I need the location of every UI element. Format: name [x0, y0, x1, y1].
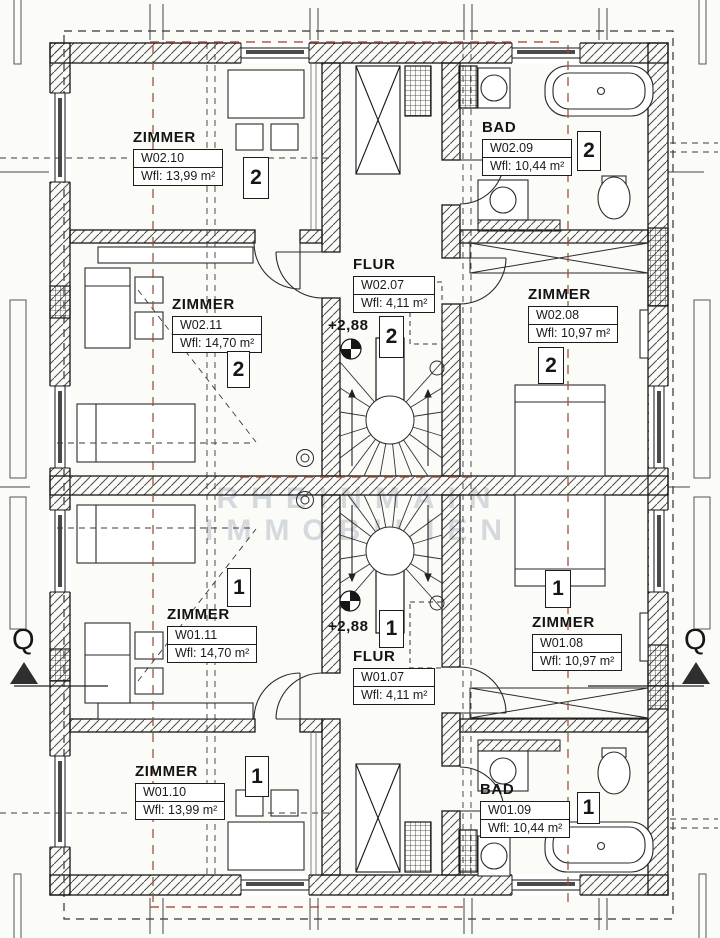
bedroom-furniture — [76, 69, 649, 871]
room-id: W02.08 — [536, 308, 580, 322]
room-name: ZIMMER — [135, 763, 198, 780]
unit-badge: 1 — [577, 792, 600, 824]
room-id: W02.09 — [490, 141, 534, 155]
dimension-ticks — [0, 4, 704, 934]
unit-badge: 2 — [577, 131, 601, 171]
unit-badge: 1 — [545, 570, 571, 608]
room-id: W02.10 — [141, 151, 185, 165]
room-id: W01.07 — [361, 670, 405, 684]
elevation-label-lower: +2,88 — [328, 618, 369, 635]
unit-badge: 2 — [538, 347, 564, 384]
section-marker-q-left: Q — [12, 624, 35, 656]
grid-lines — [310, 63, 317, 875]
unit-badge: 1 — [227, 568, 251, 607]
windows — [49, 42, 671, 896]
level-markers — [339, 338, 362, 612]
unit-badge: 1 — [245, 756, 269, 797]
section-arrows — [10, 662, 710, 687]
unit-badge: 2 — [379, 316, 404, 358]
room-name: ZIMMER — [133, 129, 196, 146]
room-area: Wfl: 14,70 m² — [168, 644, 257, 662]
room-name: ZIMMER — [528, 286, 591, 303]
room-name: ZIMMER — [172, 296, 235, 313]
adjacent-structure-lines — [9, 0, 711, 938]
red-reference-lines — [150, 41, 569, 908]
room-id: W02.07 — [361, 278, 405, 292]
room-id: W01.10 — [143, 785, 187, 799]
room-id: W01.11 — [175, 628, 218, 642]
room-area: Wfl: 14,70 m² — [173, 334, 262, 352]
hall-dashed-openings — [409, 281, 443, 669]
section-marker-q-right: Q — [684, 624, 707, 656]
room-name: BAD — [480, 781, 515, 798]
unit-badge: 2 — [243, 157, 269, 199]
chimney-blocks — [49, 65, 669, 873]
elevation-label-upper: +2,88 — [328, 317, 369, 334]
room-area: Wfl: 13,99 m² — [134, 167, 223, 185]
unit-badge: 2 — [227, 351, 250, 388]
room-name: FLUR — [353, 648, 396, 665]
room-name: BAD — [482, 119, 517, 136]
reference-lines — [0, 43, 718, 875]
room-name: ZIMMER — [167, 606, 230, 623]
unit-badge: 1 — [379, 610, 404, 648]
room-id: W01.09 — [488, 803, 532, 817]
room-area: Wfl: 4,11 m² — [354, 686, 435, 704]
room-area: Wfl: 10,44 m² — [483, 157, 572, 175]
room-name: ZIMMER — [532, 614, 595, 631]
room-id: W02.11 — [180, 318, 223, 332]
room-area: Wfl: 13,99 m² — [136, 801, 225, 819]
room-name: FLUR — [353, 256, 396, 273]
room-area: Wfl: 10,97 m² — [533, 652, 622, 670]
bathroom-fixtures — [477, 65, 654, 877]
room-area: Wfl: 10,44 m² — [481, 819, 570, 837]
room-area: Wfl: 4,11 m² — [354, 294, 435, 312]
room-area: Wfl: 10,97 m² — [529, 324, 618, 342]
stair-upper — [339, 337, 443, 477]
room-id: W01.08 — [540, 636, 584, 650]
shafts — [355, 65, 401, 873]
small-fixtures — [296, 360, 445, 611]
